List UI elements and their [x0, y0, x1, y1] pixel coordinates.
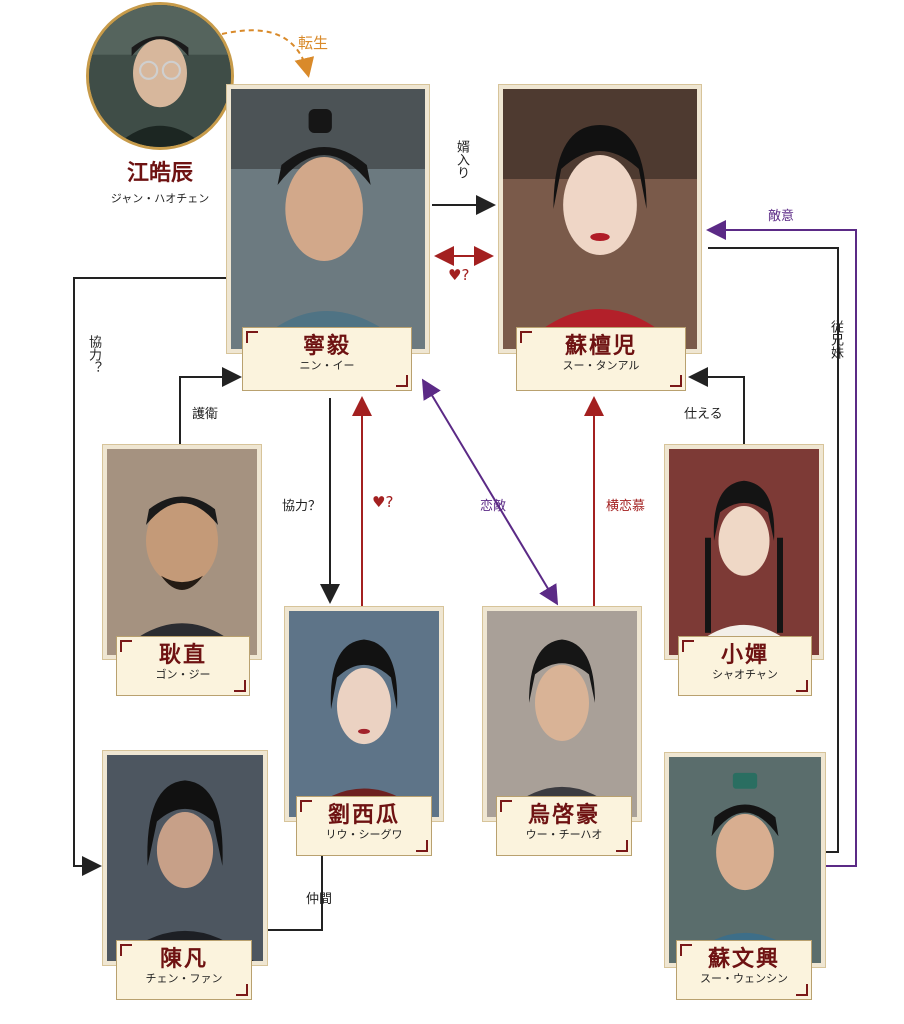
geng-nameplate: 耿直 ゴン・ジー: [116, 636, 250, 696]
wu-name: 烏啓豪: [527, 802, 600, 828]
cooperation-left-label: 協力？: [86, 335, 101, 374]
guard-arrow: [179, 367, 242, 444]
liu-card: [284, 606, 444, 822]
suwen-portrait-icon: [669, 757, 821, 963]
xiao-reading: シャオチャン: [712, 668, 778, 681]
geng-name: 耿直: [158, 642, 207, 668]
wu-card: [482, 606, 642, 822]
comrades-line: [268, 856, 323, 931]
ning-nameplate: 寧毅 ニン・イー: [242, 327, 412, 391]
serves-arrow: [688, 367, 745, 444]
liu-name: 劉西瓜: [327, 802, 400, 828]
su-reading: スー・タンアル: [562, 359, 640, 372]
suwen-nameplate: 蘇文興 スー・ウェンシン: [676, 940, 812, 1000]
xiao-portrait-icon: [669, 449, 819, 655]
cousins-label: 従兄妹: [828, 320, 843, 359]
jiang-avatar: [86, 2, 234, 150]
cousins-line: [708, 247, 839, 853]
ning-portrait-icon: [231, 89, 425, 349]
liu-nameplate: 劉西瓜 リウ・シーグワ: [296, 796, 432, 856]
cooperation-left-arrow: [73, 277, 226, 876]
xiao-card: [664, 444, 824, 660]
geng-card: [102, 444, 262, 660]
liu-reading: リウ・シーグワ: [325, 828, 403, 841]
geng-reading: ゴン・ジー: [155, 668, 211, 681]
chen-nameplate: 陳凡 チェン・ファン: [116, 940, 252, 1000]
xiao-nameplate: 小嬋 シャオチャン: [678, 636, 812, 696]
suwen-card: [664, 752, 826, 968]
rival-label: 恋敵: [480, 499, 507, 514]
love-label-mid: ♥?: [372, 493, 394, 511]
su-card: [498, 84, 702, 354]
xiao-name: 小嬋: [720, 642, 769, 668]
geng-portrait-icon: [107, 449, 257, 655]
chen-portrait-icon: [107, 755, 263, 961]
reincarnation-label: 転生: [298, 34, 329, 52]
wu-portrait-icon: [487, 611, 637, 817]
hostility-label: 敵意: [768, 209, 795, 224]
ning-name: 寧毅: [302, 333, 351, 359]
su-name: 蘇檀児: [564, 333, 637, 359]
su-portrait-icon: [503, 89, 697, 349]
chen-card: [102, 750, 268, 966]
jiang-reading: ジャン・ハオチェン: [110, 192, 210, 205]
suwen-reading: スー・ウェンシン: [700, 972, 788, 985]
one-sided-love-label: 横恋慕: [606, 499, 646, 514]
chen-name: 陳凡: [159, 946, 208, 972]
ning-card: [226, 84, 430, 354]
liu-portrait-icon: [289, 611, 439, 817]
rival-arrow: [421, 378, 559, 606]
jiang-nameplate: 江皓辰 ジャン・ハオチェン: [100, 160, 220, 206]
su-nameplate: 蘇檀児 スー・タンアル: [516, 327, 686, 391]
chen-reading: チェン・ファン: [145, 972, 223, 985]
marry-in-label: 婿入り: [454, 140, 469, 179]
suwen-name: 蘇文興: [707, 946, 780, 972]
reincarnation-arrow: [221, 29, 315, 78]
cooperation-down-label: 協力？: [282, 499, 322, 514]
jiang-portrait-icon: [89, 5, 231, 147]
jiang-name: 江皓辰: [126, 160, 193, 186]
hostility-arrow: [706, 220, 857, 867]
comrades-label: 仲間: [306, 892, 333, 907]
guard-label: 護衛: [192, 407, 219, 422]
wu-reading: ウー・チーハオ: [525, 828, 603, 841]
wu-nameplate: 烏啓豪 ウー・チーハオ: [496, 796, 632, 856]
love-label-top: ♥?: [448, 266, 470, 284]
serves-label: 仕える: [684, 407, 723, 422]
ning-reading: ニン・イー: [299, 359, 355, 372]
